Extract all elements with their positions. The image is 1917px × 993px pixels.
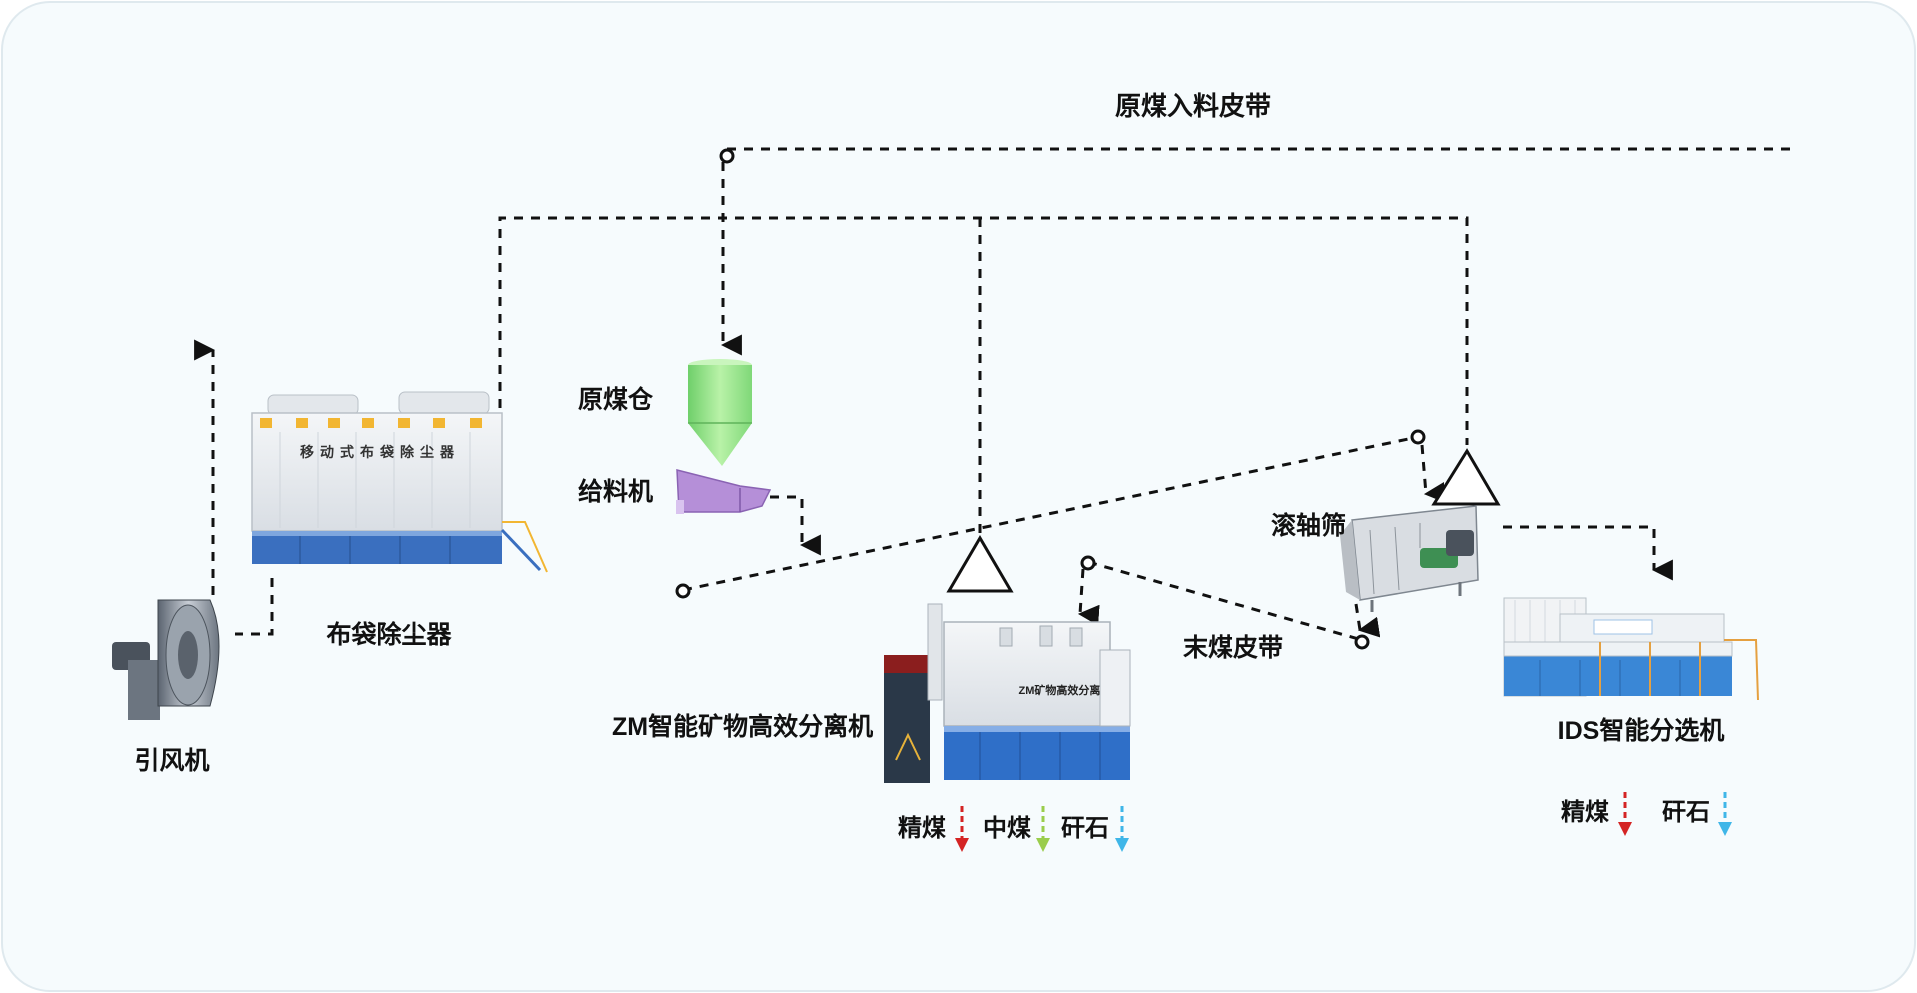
belt-head-pulley xyxy=(719,148,735,164)
ids-output-clean-coal: 精煤 xyxy=(1561,799,1609,826)
ids-gangue-arrowhead xyxy=(1718,822,1732,836)
label-raw-coal-belt: 原煤入料皮带 xyxy=(1115,91,1271,121)
label-fine-coal-belt: 末煤皮带 xyxy=(1183,634,1283,662)
zm-clean-coal-arrowhead xyxy=(955,838,969,852)
label-roller-screen: 滚轴筛 xyxy=(1271,511,1346,540)
ids-clean-coal-arrowhead xyxy=(1618,822,1632,836)
ids-separator-graphic xyxy=(1503,597,1759,701)
dust-hood-triangle-screen xyxy=(1431,448,1501,506)
bag-filter-graphic: 移动式布袋除尘器 xyxy=(251,391,548,573)
inclined-belt-tail-pulley xyxy=(675,583,691,599)
raw-coal-bin-graphic xyxy=(688,359,752,466)
label-bag-filter: 布袋除尘器 xyxy=(326,620,452,649)
screen-to-fine-belt-flow xyxy=(1354,603,1381,638)
induced-fan-graphic xyxy=(112,599,220,720)
fine-belt-head-pulley xyxy=(1080,555,1096,571)
zm-gangue-arrowhead xyxy=(1115,838,1129,852)
fine-belt-to-zm-flow xyxy=(1077,568,1100,626)
label-raw-coal-bin: 原煤仓 xyxy=(578,385,654,414)
label-induced-fan: 引风机 xyxy=(134,747,209,775)
zm-output-clean-coal: 精煤 xyxy=(898,815,946,842)
zm-middlings-arrowhead xyxy=(1036,838,1050,852)
label-feeder: 给料机 xyxy=(578,477,653,506)
zm-nameplate: ZM矿物高效分离机 xyxy=(1019,683,1112,697)
label-zm-separator: ZM智能矿物高效分离机 xyxy=(612,712,873,741)
zm-output-middlings: 中煤 xyxy=(983,815,1031,842)
feeder-graphic xyxy=(676,469,772,514)
roller-screen-graphic xyxy=(1340,505,1479,612)
label-ids-separator: IDS智能分选机 xyxy=(1558,716,1725,745)
ids-output-gangue: 矸石 xyxy=(1662,799,1710,826)
belt-to-screen-flow xyxy=(1420,444,1446,503)
inclined-belt-line xyxy=(682,435,1419,592)
zm-separator-graphic: ZM矿物高效分离机 xyxy=(884,603,1131,783)
zm-output-gangue: 矸石 xyxy=(1061,815,1109,842)
filter-to-fan-duct xyxy=(235,578,274,636)
inclined-belt-head-pulley xyxy=(1410,429,1426,445)
bag-filter-nameplate: 移动式布袋除尘器 xyxy=(300,444,460,460)
fine-belt-tail-pulley xyxy=(1354,634,1370,650)
fine-coal-belt-line xyxy=(1087,560,1363,642)
dust-hood-triangle-zm xyxy=(946,535,1014,593)
